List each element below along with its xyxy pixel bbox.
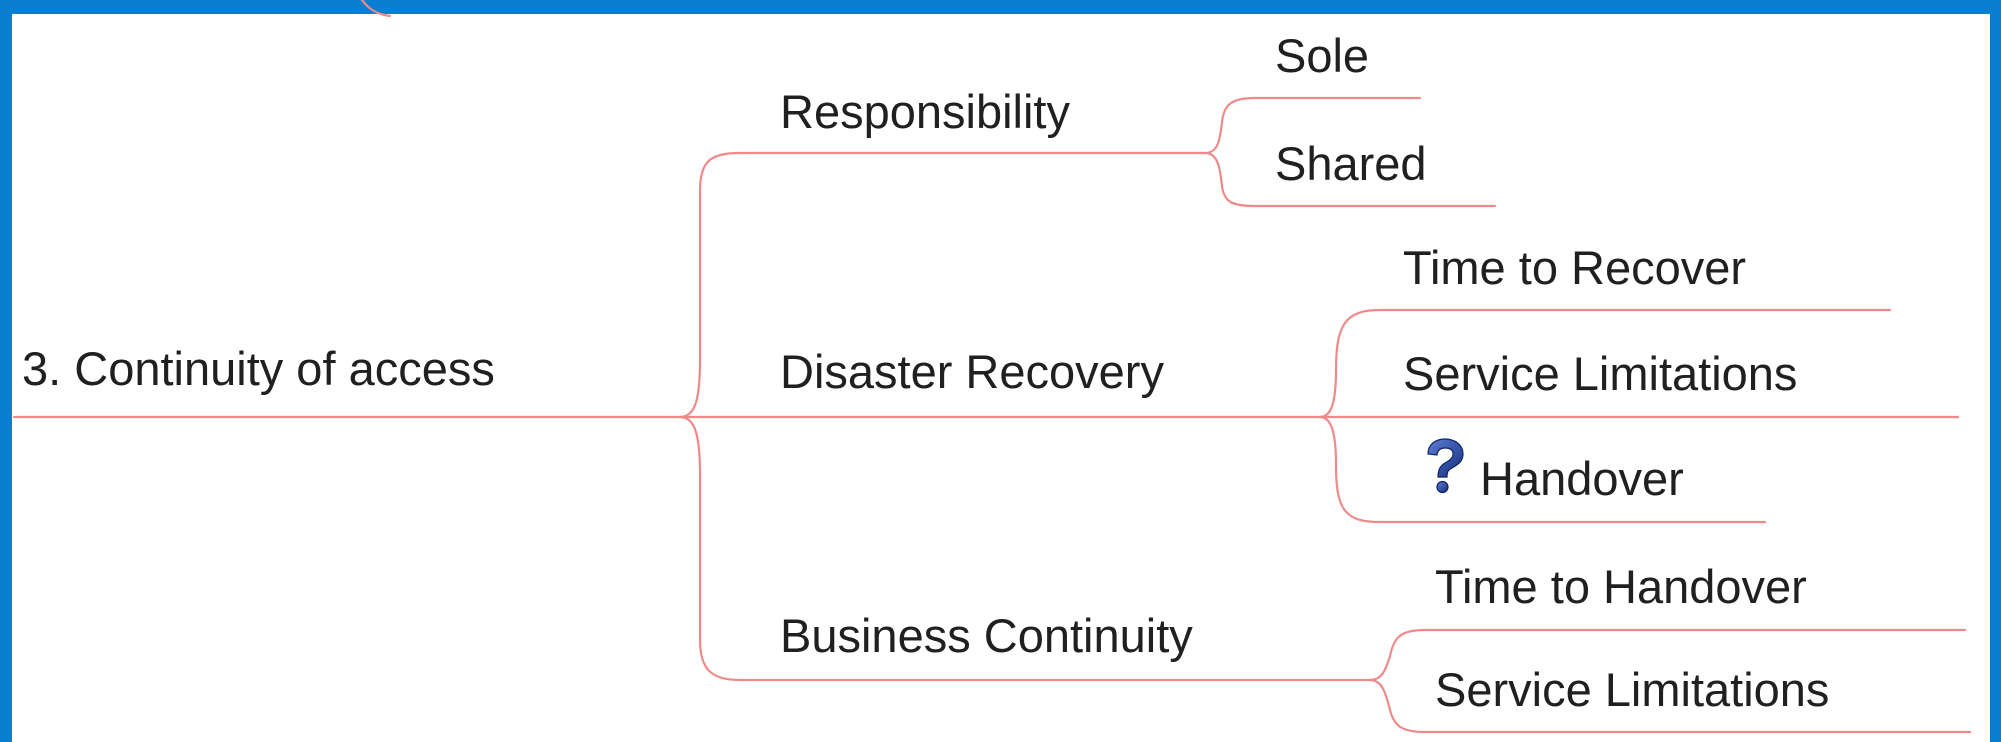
connector-responsibility-to-sole [1203, 96, 1422, 155]
leaf-service-limitations-label: Service Limitations [1403, 347, 1798, 400]
leaf-shared-label: Shared [1275, 137, 1427, 190]
leaf-time-to-recover-label: Time to Recover [1403, 241, 1747, 294]
root-node-label: 3. Continuity of access [22, 342, 495, 395]
connector-parent-arc [360, 0, 392, 18]
leaf-business-service-limitations-label: Service Limitations [1435, 663, 1830, 716]
branch-responsibility-label: Responsibility [780, 85, 1070, 138]
connector-disaster-recovery-to-handover [1318, 415, 1767, 524]
question-mark-icon [1427, 438, 1464, 494]
connector-root-to-responsibility [678, 151, 1207, 419]
leaf-handover-label: Handover [1480, 452, 1684, 505]
connector-root-to-business-continuity [678, 415, 1372, 682]
branch-business-continuity-label: Business Continuity [780, 609, 1193, 662]
leaf-time-to-handover-label: Time to Handover [1435, 560, 1807, 613]
connector-disaster-recovery-to-time-to-recover [1318, 308, 1892, 419]
branch-disaster-recovery-label: Disaster Recovery [780, 345, 1164, 398]
leaf-sole-label: Sole [1275, 29, 1370, 82]
connector-responsibility-to-shared [1203, 151, 1497, 208]
connector-business-continuity-to-service-limitations [1368, 678, 1972, 734]
connector-business-continuity-to-time-to-handover [1368, 628, 1967, 682]
mindmap-canvas [12, 14, 1990, 742]
